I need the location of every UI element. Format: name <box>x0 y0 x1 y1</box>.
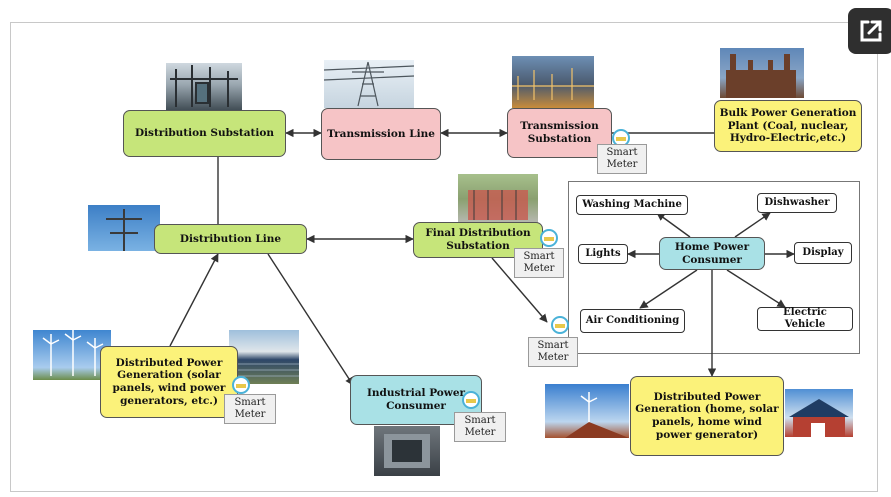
transmission-substation-node: Transmission Substation <box>507 108 612 158</box>
washing-machine-node: Washing Machine <box>576 195 688 215</box>
smart-meter-icon <box>551 316 569 334</box>
smart-meter-icon <box>232 376 250 394</box>
smart-meter-label: Smart Meter <box>528 337 578 367</box>
wind-farm-photo <box>33 330 111 380</box>
electric-vehicle-node: Electric Vehicle <box>757 307 853 331</box>
substation-photo <box>166 63 242 111</box>
external-link-icon <box>860 20 882 42</box>
industrial-photo <box>374 426 440 476</box>
bulk-power-node: Bulk Power Generation Plant (Coal, nucle… <box>714 100 862 152</box>
distribution-substation-node: Distribution Substation <box>123 110 286 157</box>
air-conditioning-node: Air Conditioning <box>580 309 685 333</box>
smart-meter-label: Smart Meter <box>597 144 647 174</box>
dishwasher-node: Dishwasher <box>757 193 837 213</box>
smart-meter-icon <box>462 391 480 409</box>
smart-meter-icon <box>540 229 558 247</box>
smart-meter-label: Smart Meter <box>514 248 564 278</box>
home-solar-photo <box>785 389 853 437</box>
transmission-tower-photo <box>324 60 414 108</box>
solar-field-photo <box>229 330 299 384</box>
open-external-button[interactable] <box>848 8 891 54</box>
substation-night-photo <box>512 56 594 108</box>
distribution-pole-photo <box>88 205 160 251</box>
lights-node: Lights <box>578 244 628 264</box>
distribution-line-node: Distribution Line <box>154 224 307 254</box>
home-consumer-node: Home Power Consumer <box>659 237 765 270</box>
home-appliances-group <box>568 181 860 354</box>
final-substation-photo <box>458 174 538 224</box>
smart-meter-label: Smart Meter <box>224 394 276 424</box>
display-node: Display <box>794 242 852 264</box>
power-plant-photo <box>720 48 804 98</box>
distributed-power-node: Distributed Power Generation (solar pane… <box>100 346 238 418</box>
transmission-line-node: Transmission Line <box>321 108 441 160</box>
smart-meter-label: Smart Meter <box>454 412 506 442</box>
home-wind-photo <box>545 384 629 438</box>
distributed-power-home-node: Distributed Power Generation (home, sola… <box>630 376 784 456</box>
